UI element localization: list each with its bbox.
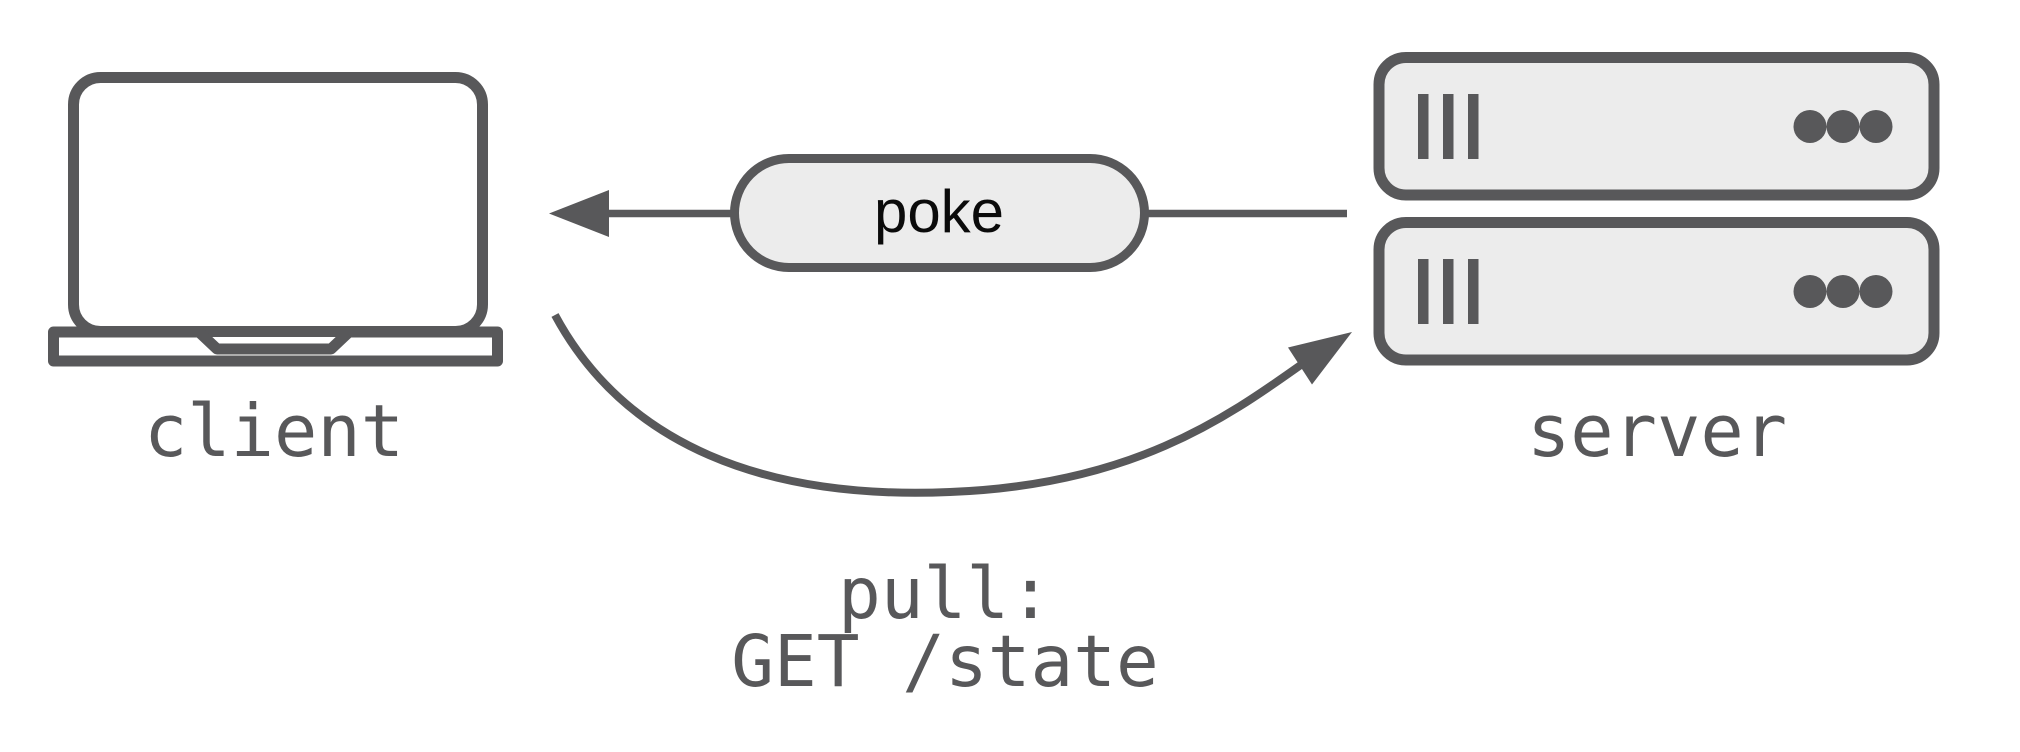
server-slots-icon	[1418, 259, 1479, 324]
laptop-icon	[48, 72, 503, 367]
laptop-base	[48, 326, 503, 367]
server-leds-icon	[1793, 110, 1893, 143]
pull-arrow-curve	[551, 313, 1308, 497]
pull-label: pull: GET /state	[731, 552, 1159, 703]
pull-arrow	[551, 313, 1352, 497]
server-stack-icon	[1373, 52, 1940, 366]
server-leds-icon	[1793, 275, 1893, 308]
pull-label-line1: pull:	[838, 552, 1052, 635]
poke-label: poke	[873, 178, 1005, 245]
poke-arrowhead-icon	[549, 190, 609, 237]
server-label: server	[1526, 389, 1788, 473]
poke-arrow	[549, 154, 1347, 272]
poke-pill	[730, 154, 1149, 272]
pull-arrowhead-icon	[1288, 332, 1352, 385]
laptop-screen	[68, 72, 488, 337]
client-label: client	[143, 389, 405, 473]
pull-label-line2: GET /state	[731, 620, 1159, 703]
server-slots-icon	[1418, 94, 1479, 159]
server-unit-top	[1373, 52, 1940, 201]
server-unit-bottom	[1373, 217, 1940, 366]
